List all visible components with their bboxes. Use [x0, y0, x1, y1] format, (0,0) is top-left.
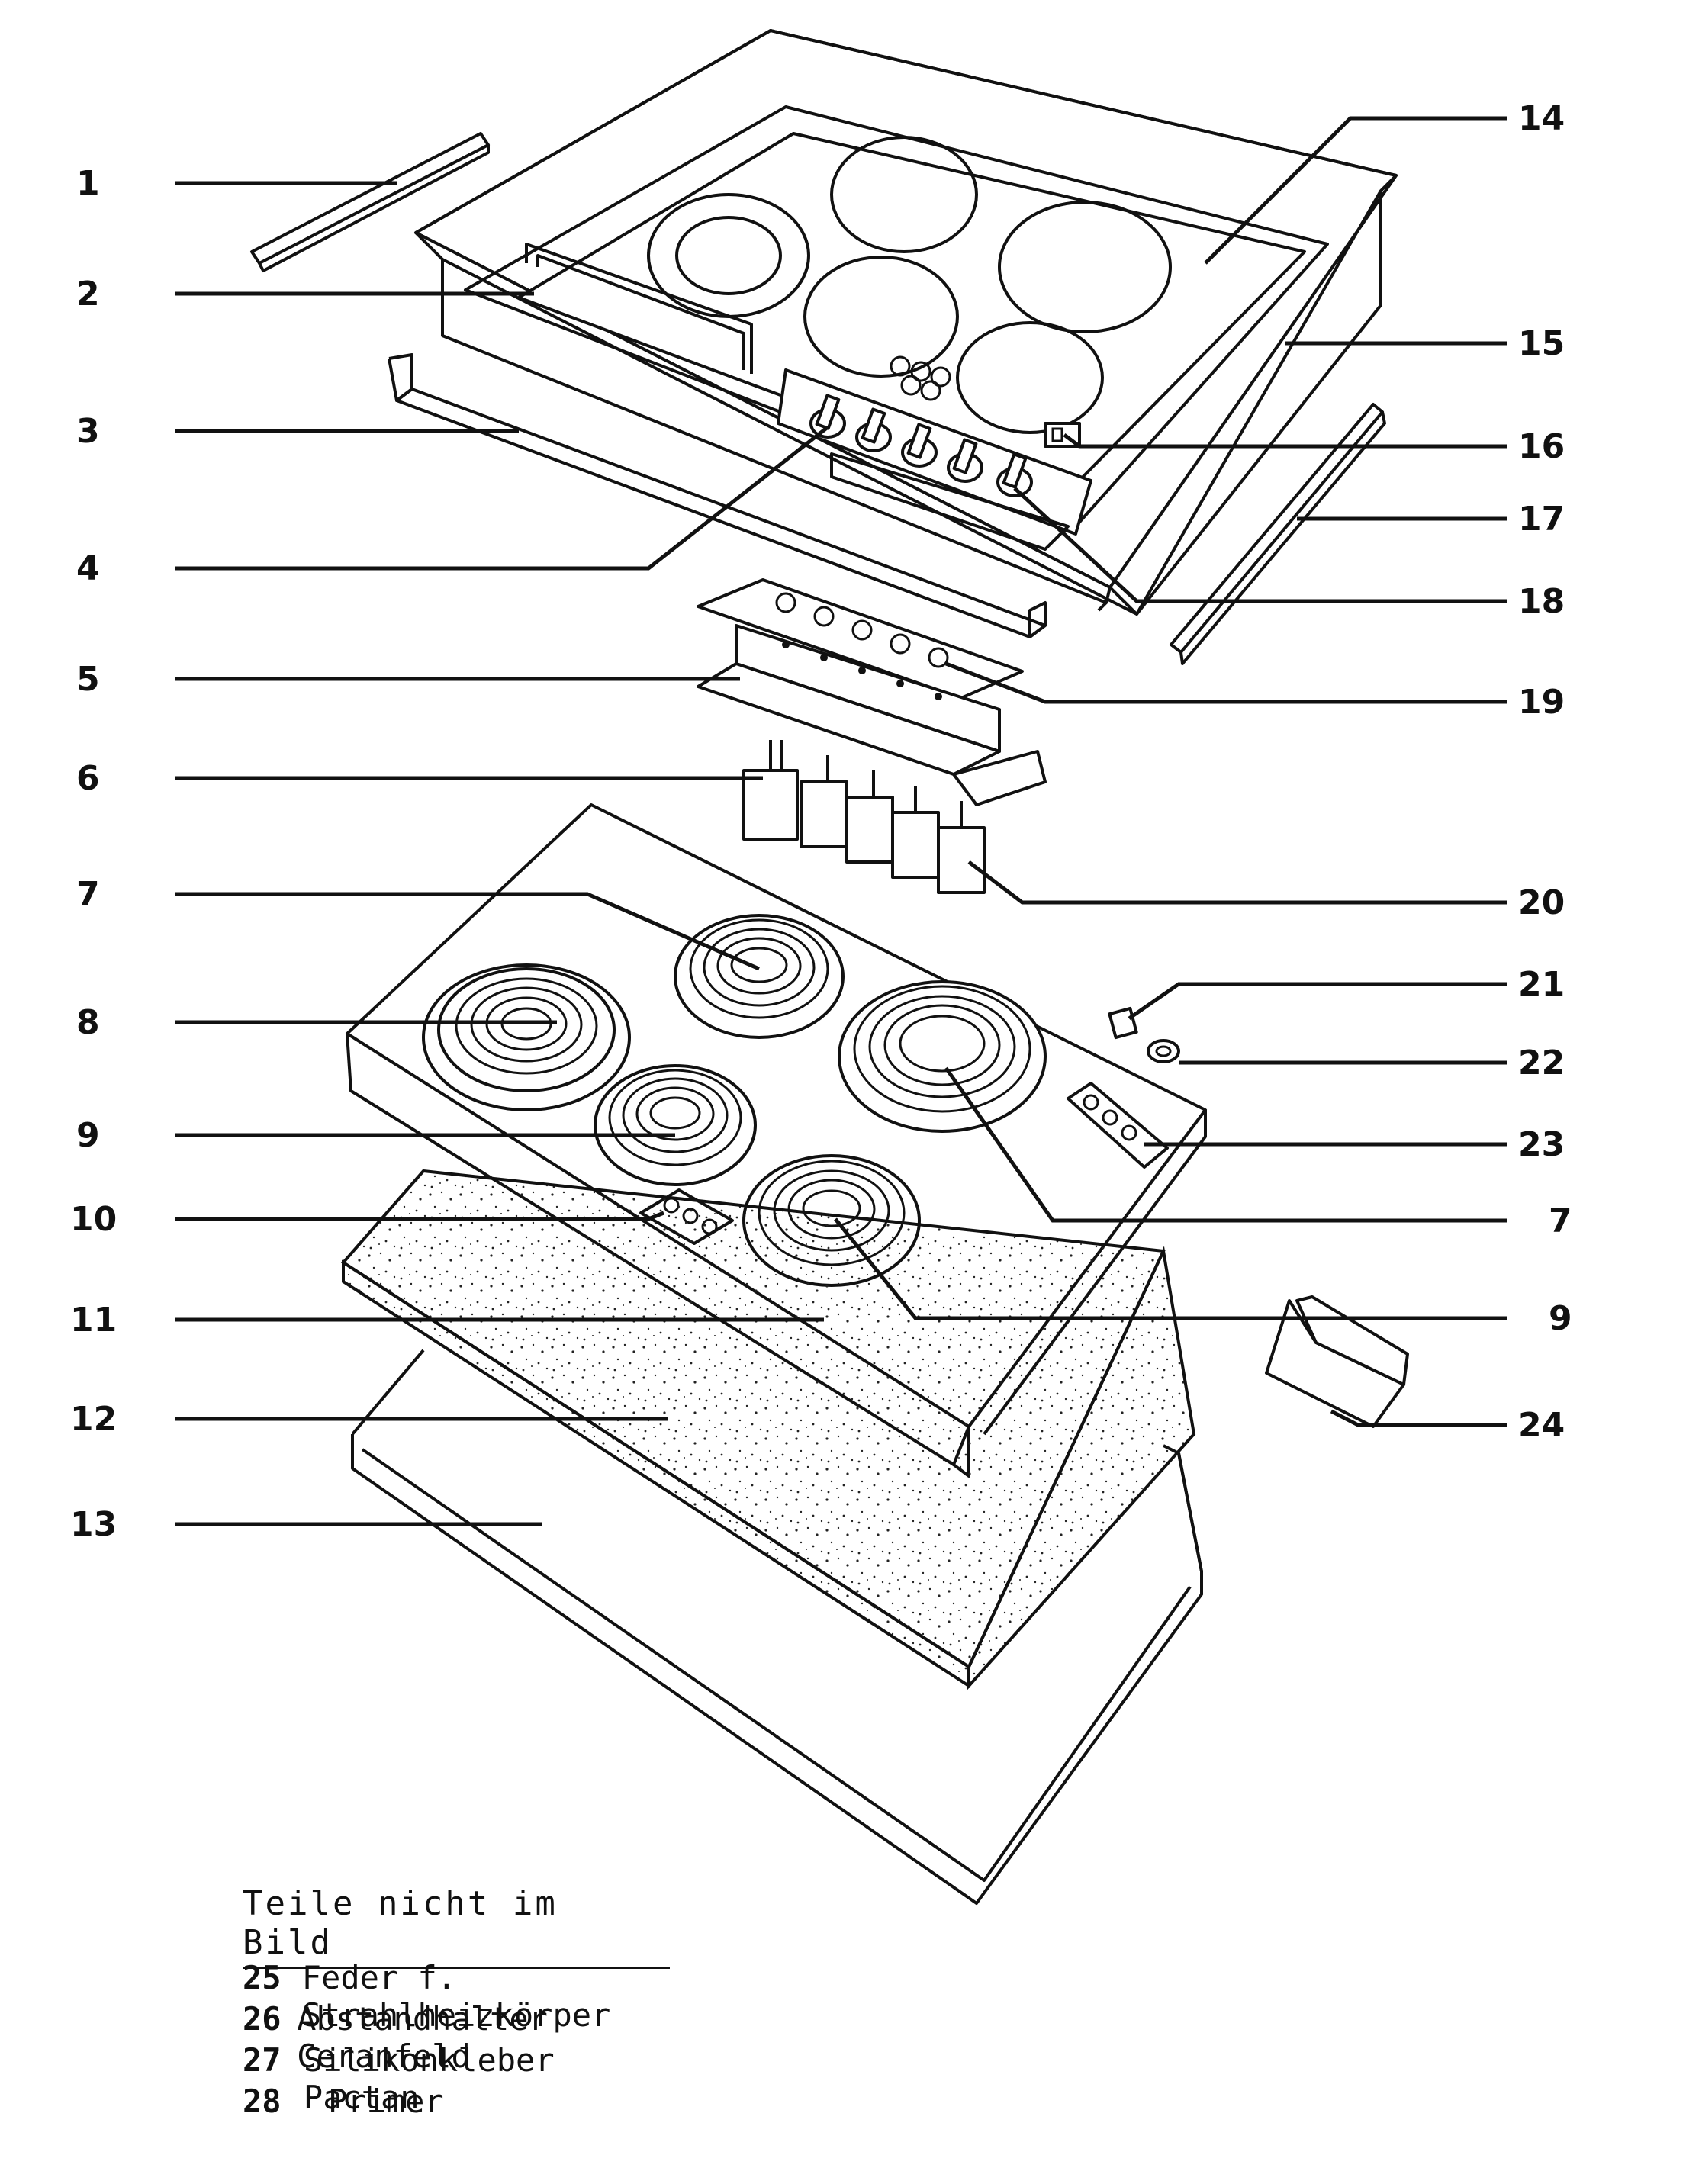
callout-22: 22 [1518, 1044, 1565, 1082]
clip-21 [1108, 1006, 1138, 1040]
callout-1: 1 [76, 164, 100, 203]
callout-3: 3 [76, 412, 100, 451]
callout-8: 8 [76, 1003, 100, 1042]
callout-9: 9 [76, 1116, 100, 1155]
callout-14: 14 [1518, 99, 1565, 138]
control-panel [777, 368, 1092, 551]
callout-9b: 9 [1549, 1299, 1572, 1338]
cooktop-frame [414, 29, 1398, 616]
legend-item: 28 Primer [243, 2083, 444, 2120]
callout-7b: 7 [1549, 1201, 1572, 1240]
callout-4: 4 [76, 549, 100, 588]
callout-2: 2 [76, 275, 100, 314]
legend-title: Teile nicht im Bild [243, 1884, 670, 1969]
legend-item-number: 27 [243, 2041, 282, 2079]
legend-item-text: Abstandhalter Ceranfeld [297, 2000, 548, 2075]
legend-item: 27 Silikonkleber Pactan [243, 2041, 579, 2116]
callout-23: 23 [1518, 1125, 1565, 1164]
cooking-zone-markings [647, 136, 1172, 434]
heater-9 [594, 1064, 757, 1186]
callout-labels: 1 2 3 4 5 6 7 8 9 10 11 12 13 14 15 16 1… [70, 99, 1572, 1544]
legend-item-number: 26 [243, 2000, 282, 2038]
callout-11: 11 [70, 1301, 117, 1340]
legend-item: 25 Feder f. Strahlheizkörper [243, 1959, 637, 2034]
callout-20: 20 [1518, 883, 1565, 922]
indicator-lamp [1044, 422, 1081, 448]
callout-7: 7 [76, 875, 100, 914]
callout-13: 13 [70, 1505, 117, 1544]
callout-12: 12 [70, 1400, 117, 1439]
terminal-block-23 [1067, 1082, 1169, 1169]
legend-item-number: 28 [243, 2083, 282, 2120]
mounting-bracket-left [250, 132, 490, 272]
insulation-board [340, 1169, 1196, 1690]
callout-6: 6 [76, 759, 100, 798]
legend-item-text: Primer [328, 2083, 444, 2120]
callout-17: 17 [1518, 500, 1565, 539]
control-knob [809, 394, 846, 439]
heater-7b [838, 980, 1047, 1133]
mounting-bracket-right [1170, 403, 1386, 665]
control-knob [901, 423, 938, 468]
callout-15: 15 [1518, 324, 1565, 363]
grommet-22 [1147, 1039, 1180, 1063]
legend-item-text: Silikonkleber Pactan [303, 2041, 555, 2116]
legend-item-text: Feder f. Strahlheizkörper [301, 1959, 611, 2034]
switch-bracket [697, 578, 1047, 806]
energy-regulator-switches [742, 740, 986, 894]
callout-16: 16 [1518, 427, 1565, 466]
callout-10: 10 [70, 1200, 117, 1239]
heater-7 [674, 914, 845, 1039]
leader-lines [175, 116, 1507, 1526]
callout-5: 5 [76, 660, 100, 699]
callout-24: 24 [1518, 1406, 1565, 1445]
legend-item: 26 Abstandhalter Ceranfeld [243, 2000, 579, 2075]
heater-8 [422, 963, 631, 1111]
frame-handle [525, 243, 753, 374]
callout-18: 18 [1518, 582, 1565, 621]
legend-item-number: 25 [243, 1959, 282, 1996]
control-knob [855, 407, 892, 452]
callout-19: 19 [1518, 683, 1565, 722]
control-knob [947, 438, 983, 483]
callout-21: 21 [1518, 965, 1565, 1004]
control-knob [996, 452, 1033, 497]
